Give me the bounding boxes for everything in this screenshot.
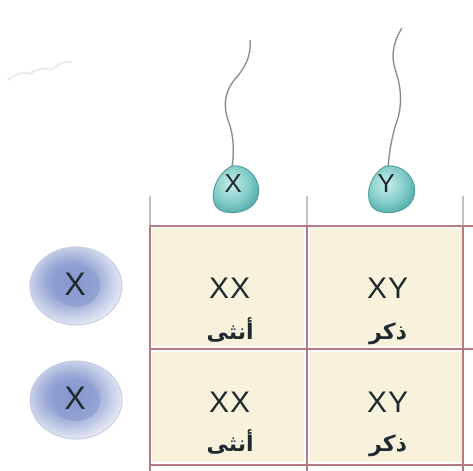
cell-2-1-genotype: XX — [208, 386, 252, 419]
cell-1-2-genotype: XY — [366, 272, 410, 305]
grid-lines — [149, 225, 473, 471]
cell-2-2-bg — [310, 352, 462, 462]
sperm-x-icon — [212, 39, 260, 214]
sperm-y-label: Y — [377, 168, 395, 198]
cell-2-1-bg — [152, 352, 304, 462]
egg-2-icon — [29, 360, 123, 440]
header-lines — [149, 196, 464, 226]
cell-1-2-bg — [310, 228, 462, 346]
egg-2-label: X — [64, 380, 86, 416]
sperm-y-icon — [368, 27, 416, 214]
cell-2-1-sex-label: أنثى — [206, 432, 254, 457]
cell-1-1-sex-label: أنثى — [206, 320, 254, 345]
egg-1-icon — [29, 246, 123, 326]
cell-2-2-sex-label: ذكر — [369, 432, 407, 457]
cell-2-2-genotype: XY — [366, 386, 410, 419]
watermark-scribble — [7, 60, 73, 81]
cell-1-2-sex-label: ذكر — [369, 320, 407, 345]
sperm-x-label: X — [224, 168, 242, 198]
cell-1-1-bg — [152, 228, 304, 346]
egg-1-label: X — [64, 266, 86, 302]
cell-1-1-genotype: XX — [208, 272, 252, 305]
